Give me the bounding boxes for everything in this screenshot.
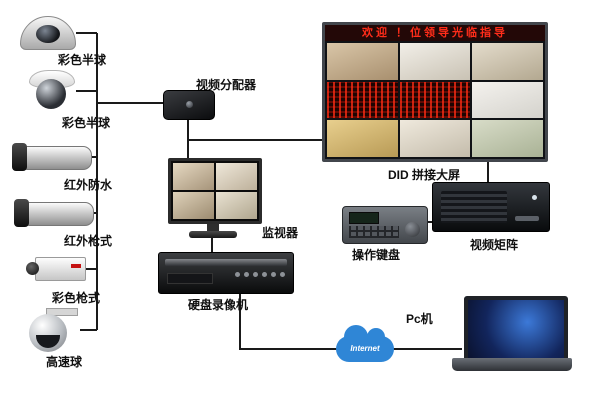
brand-logo-icon xyxy=(71,264,81,268)
dvr-recorder xyxy=(158,252,294,294)
wall-label: DID 拼接大屏 xyxy=(388,168,461,182)
dvr-panel xyxy=(165,259,287,266)
dome-camera-1 xyxy=(20,16,76,50)
laptop-screen xyxy=(464,296,568,362)
monitor-label: 监视器 xyxy=(262,226,299,240)
dvr-to-cloud-line xyxy=(239,292,338,350)
internet-label: Internet xyxy=(350,344,380,353)
wall-cell xyxy=(327,120,398,157)
camera-lens-icon xyxy=(14,199,29,227)
wall-cell xyxy=(399,120,471,157)
ptz-camera xyxy=(24,308,80,352)
camera-label-6: 高速球 xyxy=(46,355,83,369)
joystick-icon xyxy=(405,222,420,237)
video-matrix xyxy=(432,182,550,232)
power-led-icon xyxy=(532,195,537,200)
control-keyboard xyxy=(342,206,428,244)
camera-lens-icon xyxy=(36,79,66,109)
wall-cell xyxy=(472,120,543,157)
wall-welcome-banner: 欢迎 ！位领导光临指导 xyxy=(325,25,545,41)
camera-lens-icon xyxy=(36,25,60,43)
camera-body xyxy=(24,146,92,170)
monitor xyxy=(168,158,262,238)
pc-laptop xyxy=(452,296,572,372)
dvr-buttons xyxy=(235,272,285,277)
bullet-camera-1 xyxy=(10,142,92,172)
camera-label-2: 彩色半球 xyxy=(62,116,111,130)
camera-body xyxy=(26,202,94,226)
wall-cell xyxy=(399,43,471,80)
monitor-cell xyxy=(216,192,257,219)
matrix-label: 视频矩阵 xyxy=(470,238,519,252)
did-video-wall: 欢迎 ！位领导光临指导 xyxy=(322,22,548,162)
device-knob-icon xyxy=(186,101,193,108)
pc-label: Pc机 xyxy=(406,312,433,326)
internet-cloud: Internet xyxy=(336,325,394,362)
wall-cell xyxy=(472,43,543,80)
camera-lens-icon xyxy=(36,335,60,348)
camera-stub-lines xyxy=(76,32,97,331)
camera-label-3: 红外防水 xyxy=(64,178,113,192)
wall-cell xyxy=(472,81,543,119)
monitor-base xyxy=(189,231,237,238)
wall-grid xyxy=(327,43,543,157)
keyboard-keys xyxy=(349,226,399,238)
camera-body xyxy=(35,257,86,281)
dome-camera-2 xyxy=(26,70,76,112)
distributor-label: 视频分配器 xyxy=(196,78,257,92)
laptop-base xyxy=(452,358,572,371)
monitor-cell xyxy=(173,192,214,219)
camera-label-4: 红外枪式 xyxy=(64,234,113,248)
dvr-label: 硬盘录像机 xyxy=(188,298,249,312)
camera-label-1: 彩色半球 xyxy=(58,53,107,67)
monitor-quad-view xyxy=(173,163,257,219)
box-camera xyxy=(26,254,86,284)
monitor-cell xyxy=(173,163,214,190)
monitor-screen xyxy=(168,158,262,224)
keyboard-label: 操作键盘 xyxy=(352,248,401,262)
wall-cell-led xyxy=(399,81,471,119)
monitor-stand xyxy=(207,224,219,232)
bullet-camera-2 xyxy=(12,198,94,228)
wall-cell xyxy=(327,43,398,80)
camera-lens-icon xyxy=(26,262,39,275)
camera-bracket xyxy=(46,308,78,316)
camera-label-5: 彩色枪式 xyxy=(52,291,101,305)
matrix-handle xyxy=(515,216,539,221)
wall-cell-led xyxy=(327,81,398,119)
video-distributor xyxy=(163,90,215,120)
monitor-cell xyxy=(216,163,257,190)
keyboard-display xyxy=(349,212,379,224)
dvr-disc-tray xyxy=(167,273,213,284)
camera-lens-icon xyxy=(12,143,27,171)
matrix-vents xyxy=(441,191,507,223)
